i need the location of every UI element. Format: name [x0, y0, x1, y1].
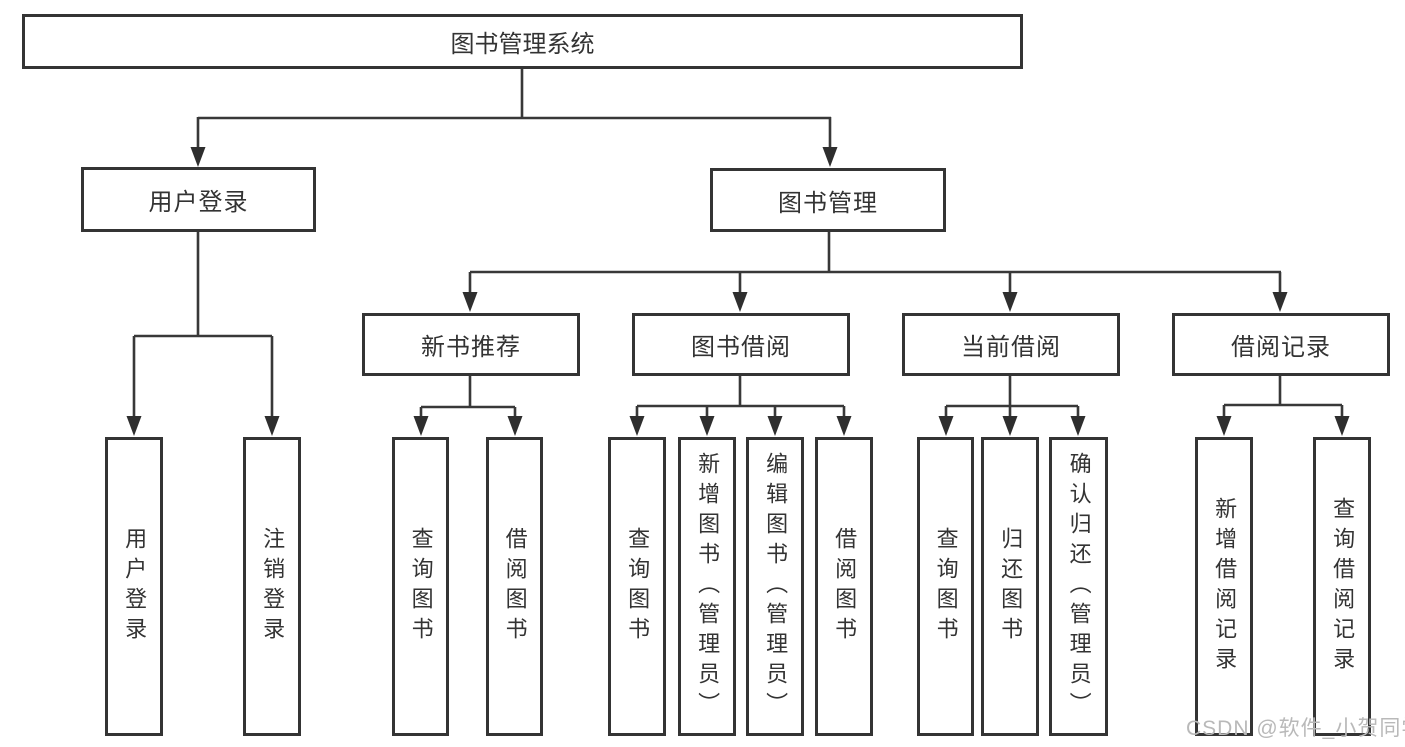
leaf-edit-books-admin: 编辑图书（管理员） [746, 437, 804, 736]
arrowhead [699, 416, 715, 436]
leaf-label: 编辑图书（管理员） [763, 451, 789, 722]
leaf-label: 确认归还（管理员） [1066, 451, 1092, 722]
node-borrow-records: 借阅记录 [1172, 313, 1390, 376]
arrowhead [1002, 416, 1018, 436]
leaf-query-borrow-record: 查询借阅记录 [1313, 437, 1371, 736]
connector-borrow-group [635, 376, 846, 421]
arrowhead [507, 416, 523, 436]
arrowhead [1070, 416, 1086, 436]
arrowhead [822, 147, 838, 167]
leaf-logout: 注销登录 [243, 437, 301, 736]
arrowhead [836, 416, 852, 436]
arrowhead [629, 416, 645, 436]
leaf-query-books-borrow: 查询图书 [608, 437, 666, 736]
leaf-return-books: 归还图书 [981, 437, 1039, 736]
leaf-add-borrow-record: 新增借阅记录 [1195, 437, 1253, 736]
leaf-label: 注销登录 [260, 526, 286, 647]
arrowhead [126, 416, 142, 436]
connector-records-group [1222, 376, 1344, 421]
node-book-management: 图书管理 [710, 168, 946, 232]
arrowhead [1334, 416, 1350, 436]
arrowhead [413, 416, 429, 436]
node-book-borrow: 图书借阅 [632, 313, 850, 376]
node-user-login: 用户登录 [81, 167, 316, 232]
node-library-system: 图书管理系统 [22, 14, 1023, 69]
leaf-label: 借阅图书 [832, 526, 858, 647]
watermark: CSDN @软件_小贺同学 [1186, 717, 1405, 740]
leaf-confirm-return-admin: 确认归还（管理员） [1049, 437, 1108, 736]
connector-newbook-group [419, 376, 517, 421]
arrowhead [1216, 416, 1232, 436]
leaf-label: 新增图书（管理员） [695, 451, 721, 722]
arrowhead [462, 292, 478, 312]
connector-bookmgmt-to-level2 [468, 232, 1282, 296]
leaf-user-login: 用户登录 [105, 437, 163, 736]
connector-current-group [944, 376, 1080, 421]
leaf-label: 新增借阅记录 [1212, 496, 1238, 677]
leaf-label: 用户登录 [122, 526, 148, 647]
leaf-label: 借阅图书 [502, 526, 528, 647]
leaf-label: 查询图书 [625, 526, 651, 647]
connector-userlogin-group [132, 231, 274, 421]
node-current-borrow: 当前借阅 [902, 313, 1120, 376]
leaf-query-books-current: 查询图书 [917, 437, 974, 736]
node-new-book-recommend: 新书推荐 [362, 313, 580, 376]
leaf-label: 查询图书 [933, 526, 959, 647]
arrowhead [1272, 292, 1288, 312]
leaf-borrow-books-recommend: 借阅图书 [486, 437, 543, 736]
leaf-label: 查询借阅记录 [1330, 496, 1356, 677]
leaf-query-books-recommend: 查询图书 [392, 437, 449, 736]
arrowhead [767, 416, 783, 436]
leaf-add-books-admin: 新增图书（管理员） [678, 437, 736, 736]
connector-root-to-level1 [196, 69, 832, 151]
arrowhead [732, 292, 748, 312]
leaf-label: 查询图书 [408, 526, 434, 647]
leaf-borrow-books: 借阅图书 [815, 437, 873, 736]
arrowhead [1002, 292, 1018, 312]
arrowhead [938, 416, 954, 436]
leaf-label: 归还图书 [998, 526, 1024, 647]
arrowhead [190, 147, 206, 167]
arrowhead [264, 416, 280, 436]
